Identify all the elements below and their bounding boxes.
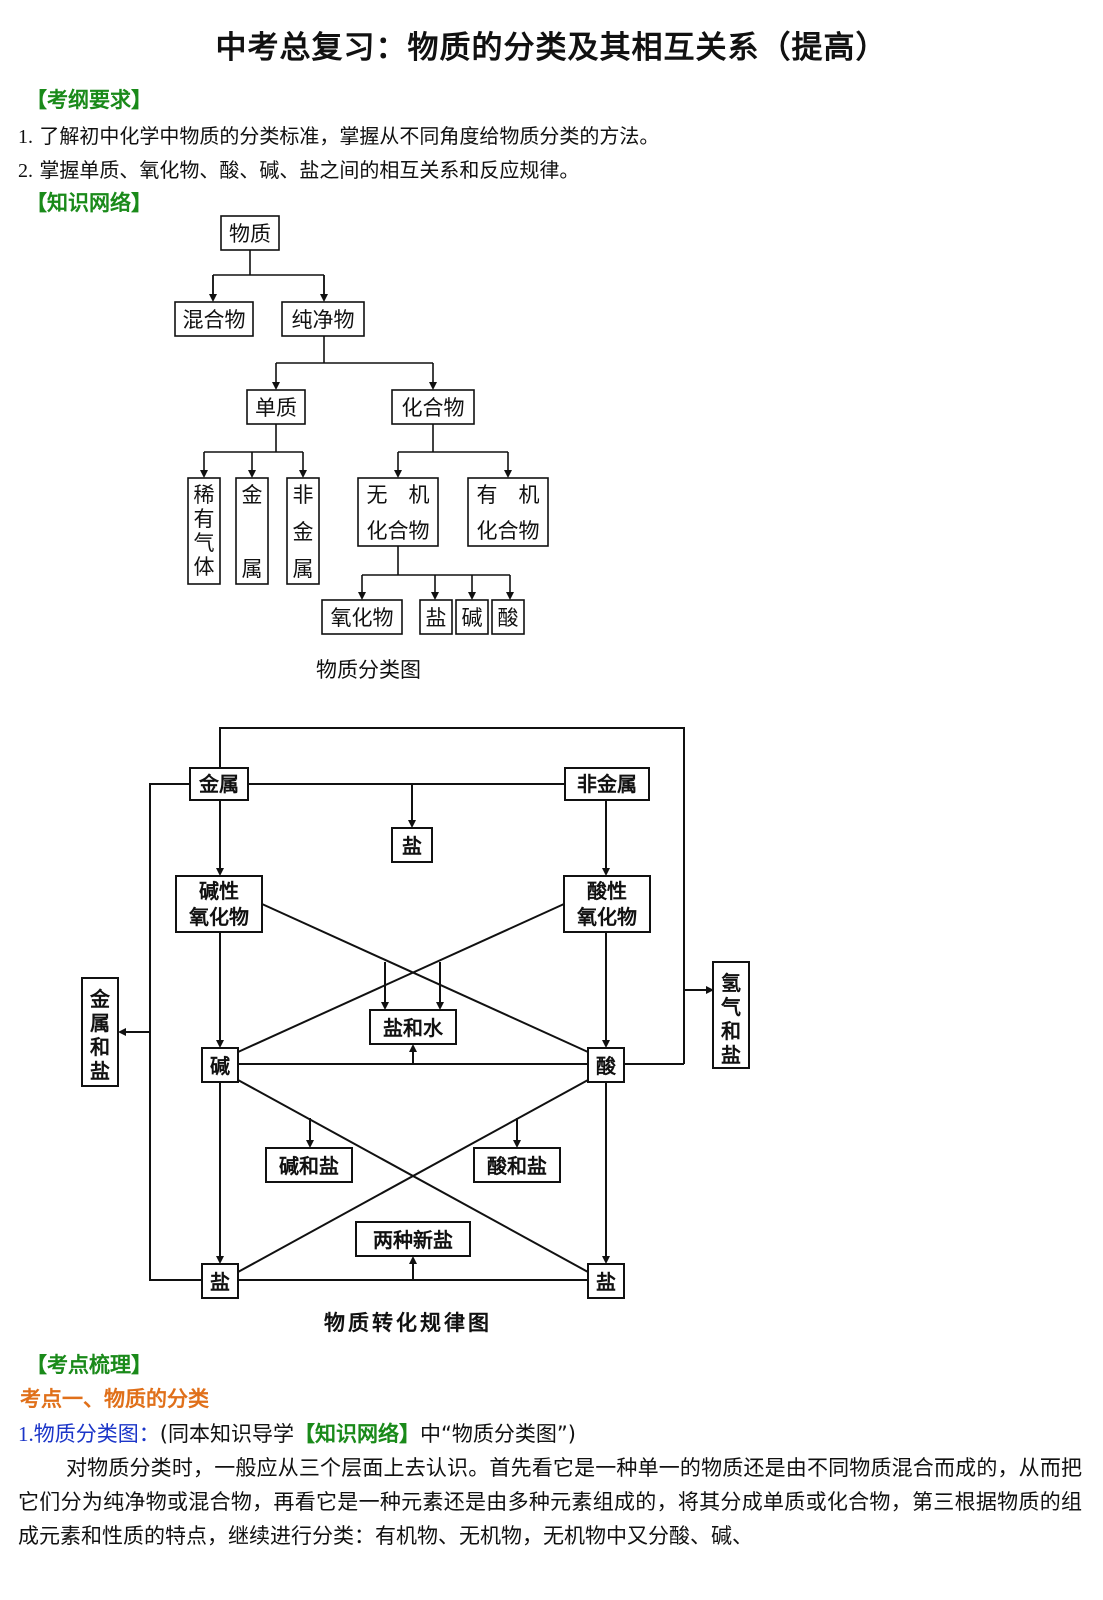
rel-base-salt: 碱和盐 [279,1154,339,1178]
rel-basic-oxide-2: 氧化物 [188,905,249,929]
section-network: 【知识网络】 [26,191,152,215]
relation-caption: 物质转化规律图 [324,1311,492,1335]
node-acid: 酸 [498,606,519,630]
rel-salt-br: 盐 [596,1270,616,1294]
node-nonmetal-char: 非 [293,483,314,507]
rel-metal-salt-char: 盐 [90,1059,110,1083]
rel-nonmetal: 非金属 [577,772,637,796]
rel-metal-salt-char: 属 [90,1011,110,1035]
rel-h2-salt-char: 盐 [721,1043,741,1067]
page-title: 中考总复习：物质的分类及其相互关系（提高） [215,30,888,66]
rel-h2-salt-char: 气 [720,995,741,1019]
rel-salt-water: 盐和水 [383,1016,444,1040]
rel-salt-bl: 盐 [210,1270,230,1294]
syllabus-item-2: 2. 掌握单质、氧化物、酸、碱、盐之间的相互关系和反应规律。 [18,158,580,182]
point1-heading: 考点一、物质的分类 [20,1387,209,1411]
rel-salt-top: 盐 [402,834,422,858]
rel-basic-oxide-1: 碱性 [199,879,239,903]
node-mixture: 混合物 [183,308,246,332]
node-metal-char: 金 [242,483,263,507]
classification-caption: 物质分类图 [316,658,421,682]
node-salt: 盐 [426,606,447,630]
node-noble-gas-char: 气 [194,531,215,555]
rel-h2-salt-char: 和 [721,1019,741,1043]
node-root: 物质 [229,222,271,246]
relation-diagram: 金属 非金属 盐 碱性 氧化物 酸性 氧化物 盐和水 碱 酸 碱和盐 酸和盐 两… [81,727,750,1299]
node-noble-gas-char: 稀 [194,483,215,507]
node-base: 碱 [462,606,483,630]
node-noble-gas-char: 有 [194,507,215,531]
node-nonmetal-char: 金 [293,520,314,544]
rel-metal-salt-char: 和 [90,1035,110,1059]
point1-subtitle: 1.物质分类图：(同本知识导学【知识网络】中“物质分类图”) [18,1422,576,1446]
rel-metal-salt-char: 金 [89,987,111,1011]
rel-acid: 酸 [596,1054,617,1078]
syllabus-item-1: 1. 了解初中化学中物质的分类标准，掌握从不同角度给物质分类的方法。 [18,124,660,148]
rel-h2-salt-char: 氢 [721,971,741,995]
point1-paragraph: 对物质分类时，一般应从三个层面上去认识。首先看它是一种单一的物质还是由不同物质混… [18,1456,1082,1548]
node-nonmetal-char: 属 [293,557,314,581]
node-inorganic-1: 无 机 [367,483,430,507]
node-compound: 化合物 [402,396,465,420]
node-oxide: 氧化物 [331,606,394,630]
node-noble-gas-char: 体 [194,555,215,579]
node-organic-1: 有 机 [477,483,540,507]
rel-base: 碱 [210,1054,230,1078]
node-pure: 纯净物 [292,308,355,332]
rel-acidic-oxide-2: 氧化物 [576,905,637,929]
node-element: 单质 [255,396,297,420]
classification-diagram: 物质 混合物 纯净物 单质 化合物 无 机 化合物 有 机 化合物 氧化物 盐 … [174,215,549,635]
node-organic-2: 化合物 [477,519,540,543]
rel-two-salts: 两种新盐 [373,1228,453,1252]
node-metal-char: 属 [242,557,263,581]
rel-acidic-oxide-1: 酸性 [587,879,627,903]
rel-metal: 金属 [198,772,239,796]
node-inorganic-2: 化合物 [367,519,430,543]
section-syllabus: 【考纲要求】 [26,88,152,112]
section-points: 【考点梳理】 [26,1353,152,1377]
rel-acid-salt: 酸和盐 [487,1154,547,1178]
